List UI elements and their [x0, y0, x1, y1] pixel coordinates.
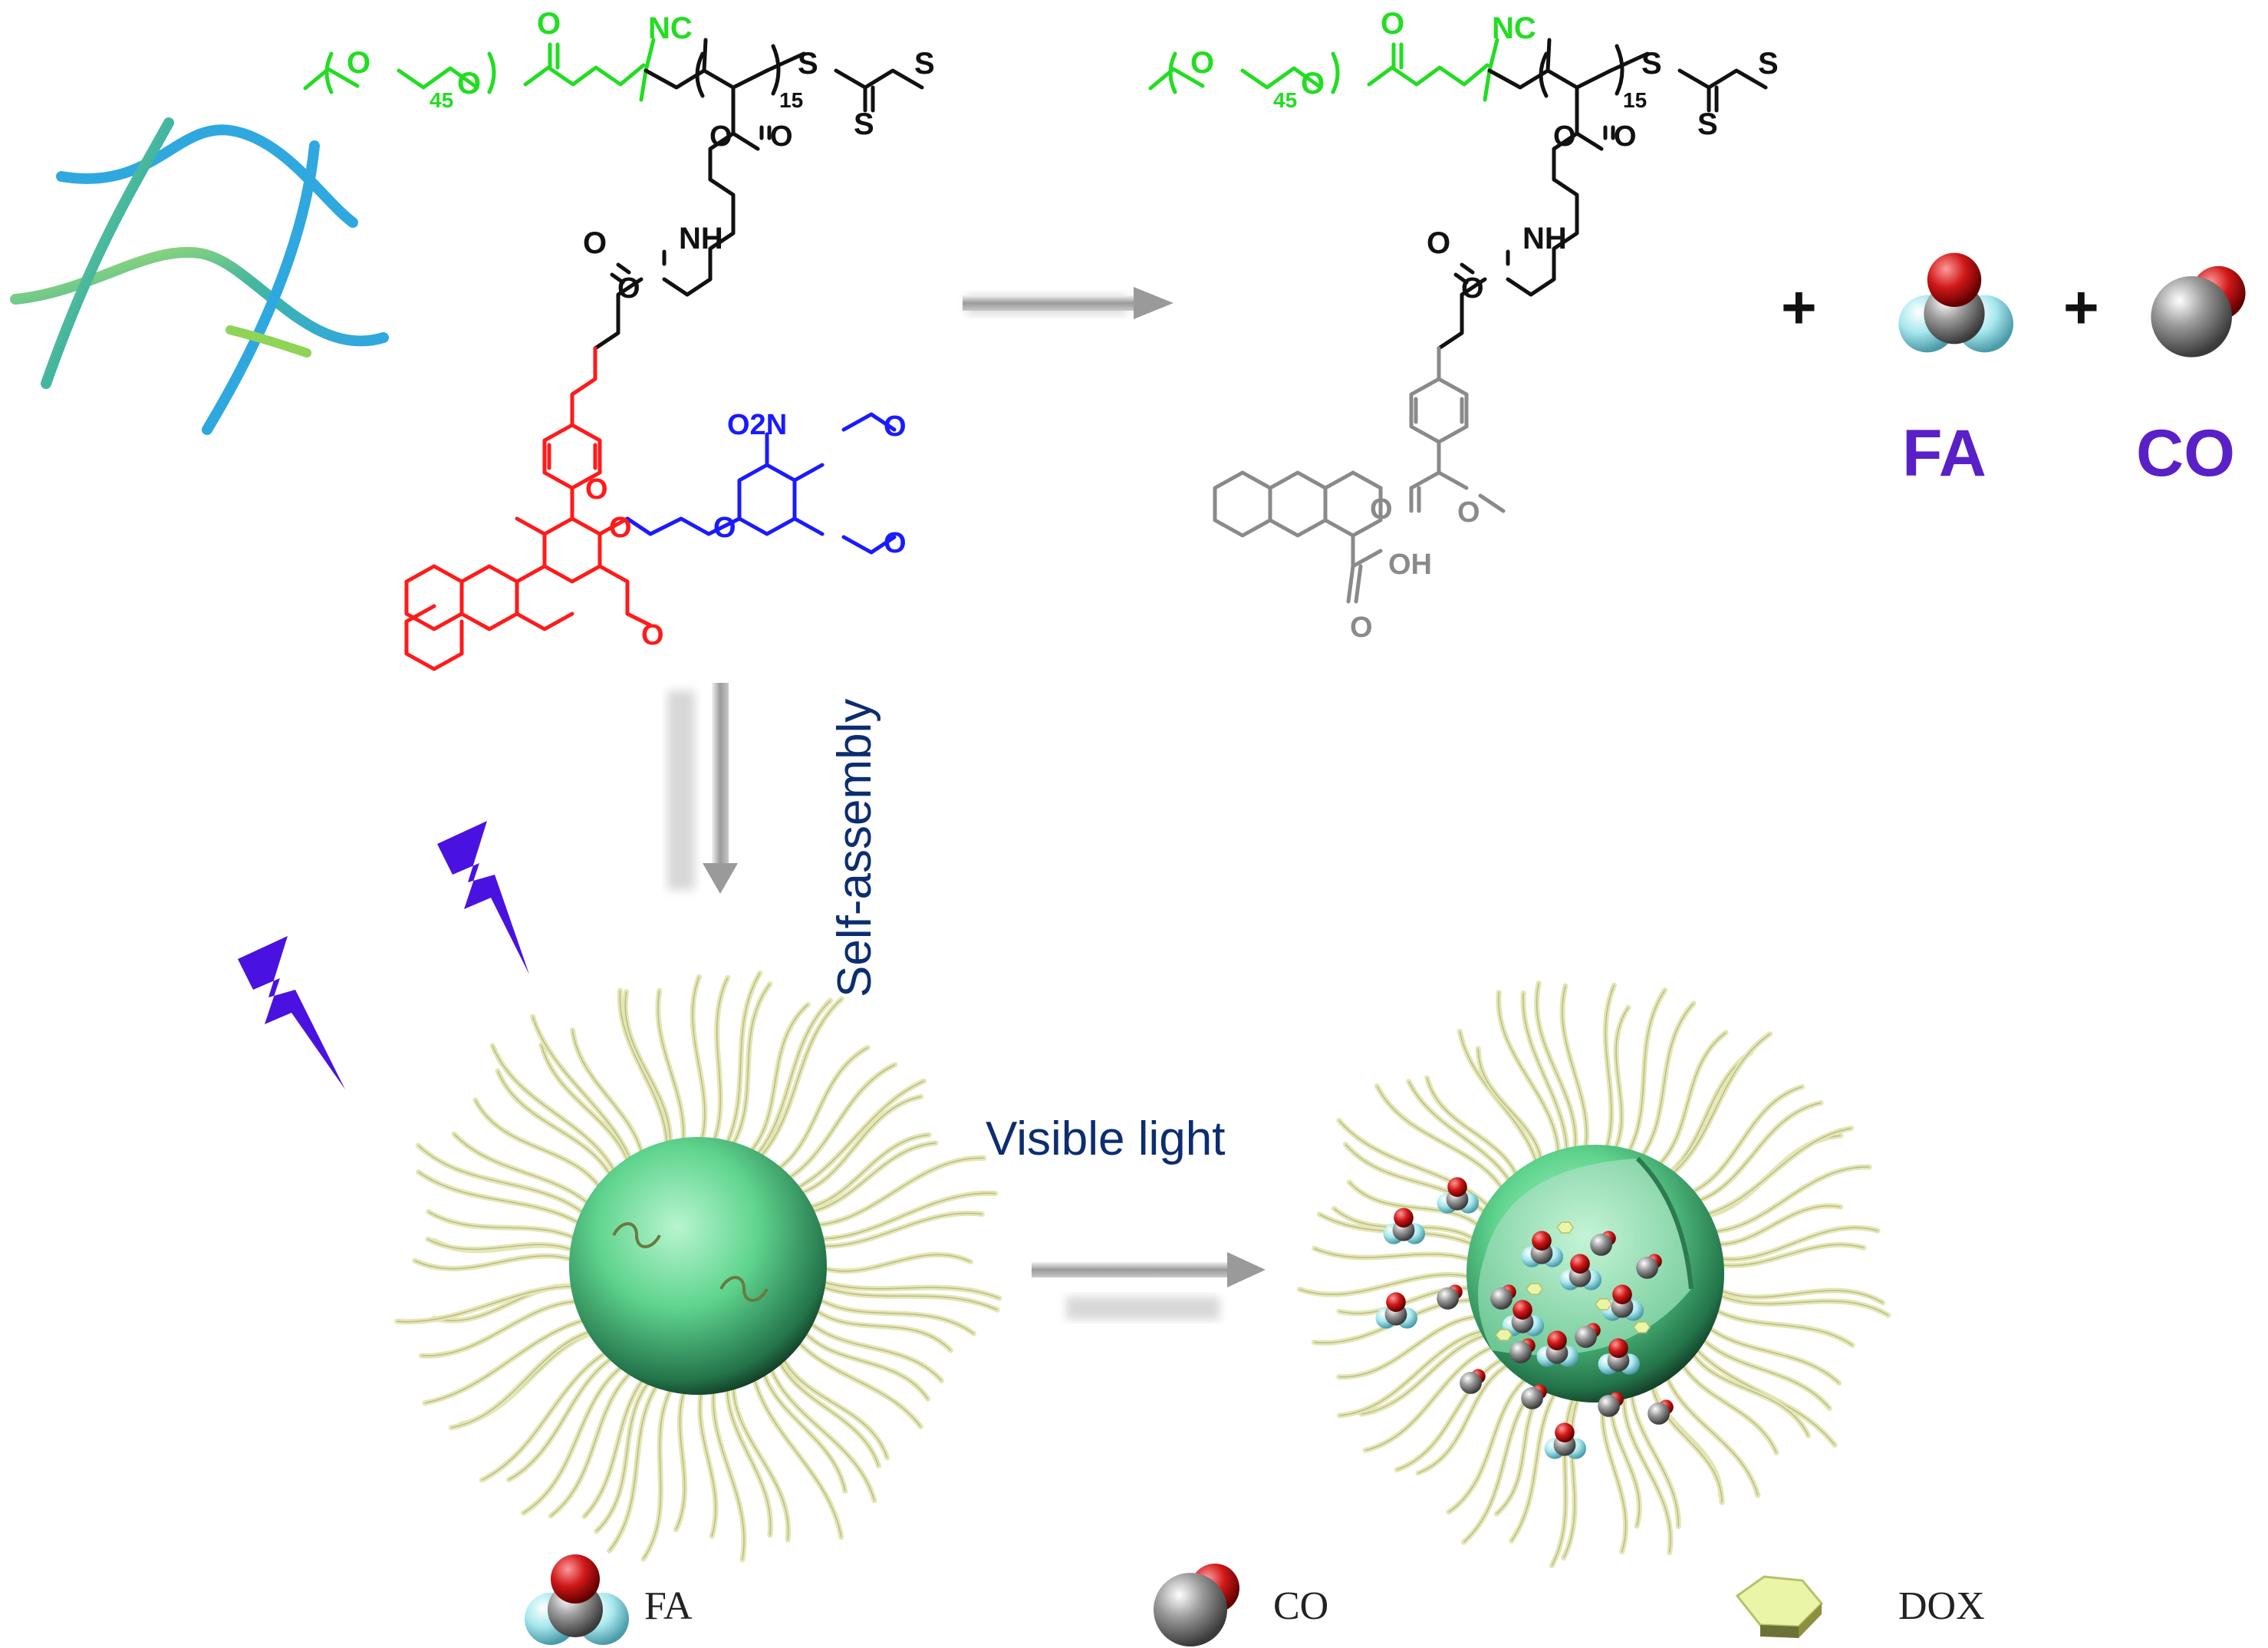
- svg-text:O: O: [1381, 7, 1404, 41]
- svg-text:O: O: [1553, 120, 1576, 153]
- svg-text:O: O: [1461, 272, 1484, 305]
- svg-text:O: O: [1614, 120, 1637, 153]
- fa-label: FA: [1902, 417, 1987, 490]
- self-assembly-label: Self-assembly: [828, 699, 881, 997]
- svg-text:O: O: [1370, 493, 1393, 526]
- svg-text:O: O: [537, 7, 561, 41]
- fa-molecule: [1544, 1422, 1586, 1459]
- svg-text:O: O: [1427, 226, 1450, 260]
- legend: FA CO DOX: [525, 1554, 1985, 1646]
- svg-text:S: S: [1641, 47, 1662, 81]
- svg-text:O: O: [1301, 67, 1325, 101]
- svg-text:O: O: [609, 512, 632, 544]
- svg-text:O: O: [709, 120, 732, 153]
- svg-text:NH: NH: [679, 222, 723, 255]
- svg-text:NC: NC: [1492, 12, 1536, 45]
- micelle-core: [569, 1137, 827, 1395]
- svg-text:O: O: [585, 473, 608, 506]
- legend-co-icon: [1154, 1564, 1239, 1646]
- svg-text:O: O: [713, 512, 736, 544]
- svg-text:15: 15: [779, 88, 803, 112]
- dox-molecule: [1633, 1321, 1651, 1333]
- svg-text:O: O: [617, 272, 640, 305]
- released-cargo: [1375, 1177, 1674, 1459]
- svg-text:45: 45: [430, 88, 453, 112]
- svg-text:+: +: [2063, 273, 2099, 341]
- micelle-intact: [393, 970, 1002, 1563]
- legend-dox-label: DOX: [1898, 1584, 1985, 1628]
- svg-text:15: 15: [1623, 88, 1647, 112]
- svg-text:+: +: [1781, 273, 1817, 341]
- dox-molecule: [1526, 1283, 1543, 1295]
- legend-fa-icon: [525, 1554, 629, 1645]
- svg-text:O2N: O2N: [727, 409, 787, 441]
- svg-text:OH: OH: [1388, 549, 1432, 581]
- co-molecule: [1437, 1284, 1463, 1310]
- svg-text:S: S: [914, 47, 935, 81]
- svg-text:O: O: [1457, 496, 1480, 529]
- polymer-labels-left: O 45 O O NC 15 S S S O O NH O O O O O O …: [347, 7, 935, 651]
- svg-text:NC: NC: [648, 12, 693, 45]
- fa-molecule: [1383, 1208, 1425, 1244]
- polymer-labels-right: O 45 O O NC 15 S S S O O NH O O O O OH O: [1190, 7, 1779, 644]
- dox-molecule: [1495, 1329, 1513, 1341]
- svg-text:NH: NH: [1522, 222, 1567, 255]
- svg-text:45: 45: [1273, 88, 1297, 112]
- svg-text:S: S: [854, 107, 874, 141]
- micelle-corona-released: [1296, 981, 1891, 1569]
- dox-hexagon-icon: [1735, 1575, 1824, 1638]
- reaction-arrow-top: [963, 287, 1174, 319]
- co-molecule-icon: [2151, 265, 2246, 358]
- dox-molecule: [1595, 1298, 1612, 1310]
- visible-light-label: Visible light: [986, 1112, 1225, 1165]
- svg-text:O: O: [583, 226, 607, 260]
- polymer-structure-left: [303, 38, 924, 671]
- svg-text:O: O: [641, 619, 664, 651]
- lightning-bolt-icon: [238, 821, 529, 1089]
- svg-text:O: O: [770, 120, 793, 153]
- svg-text:O: O: [884, 527, 907, 559]
- dox-molecule: [1556, 1221, 1574, 1234]
- svg-text:O: O: [1190, 46, 1214, 80]
- polymer-chain-icon: [10, 117, 389, 435]
- legend-co-label: CO: [1273, 1584, 1328, 1628]
- svg-text:O: O: [457, 67, 481, 101]
- legend-fa-label: FA: [644, 1584, 693, 1628]
- svg-text:O: O: [347, 46, 370, 80]
- svg-text:O: O: [1350, 611, 1373, 644]
- micelle-disassembled: [1296, 981, 1891, 1569]
- byproducts: + + FA CO: [1781, 252, 2246, 490]
- micelle-corona: [393, 970, 1002, 1563]
- svg-text:O: O: [884, 410, 907, 443]
- fa-molecule: [1437, 1177, 1479, 1214]
- svg-text:S: S: [1758, 47, 1779, 81]
- fa-molecule: [1375, 1292, 1417, 1329]
- fa-molecule-icon: [1898, 252, 2013, 353]
- svg-text:S: S: [1697, 107, 1718, 141]
- svg-text:S: S: [798, 47, 818, 81]
- light-arrow: [1032, 1252, 1266, 1320]
- co-molecule: [1521, 1384, 1547, 1409]
- self-assembly-arrow: [667, 683, 738, 894]
- co-label: CO: [2136, 417, 2235, 490]
- polymer-structure-right: [1148, 38, 1768, 604]
